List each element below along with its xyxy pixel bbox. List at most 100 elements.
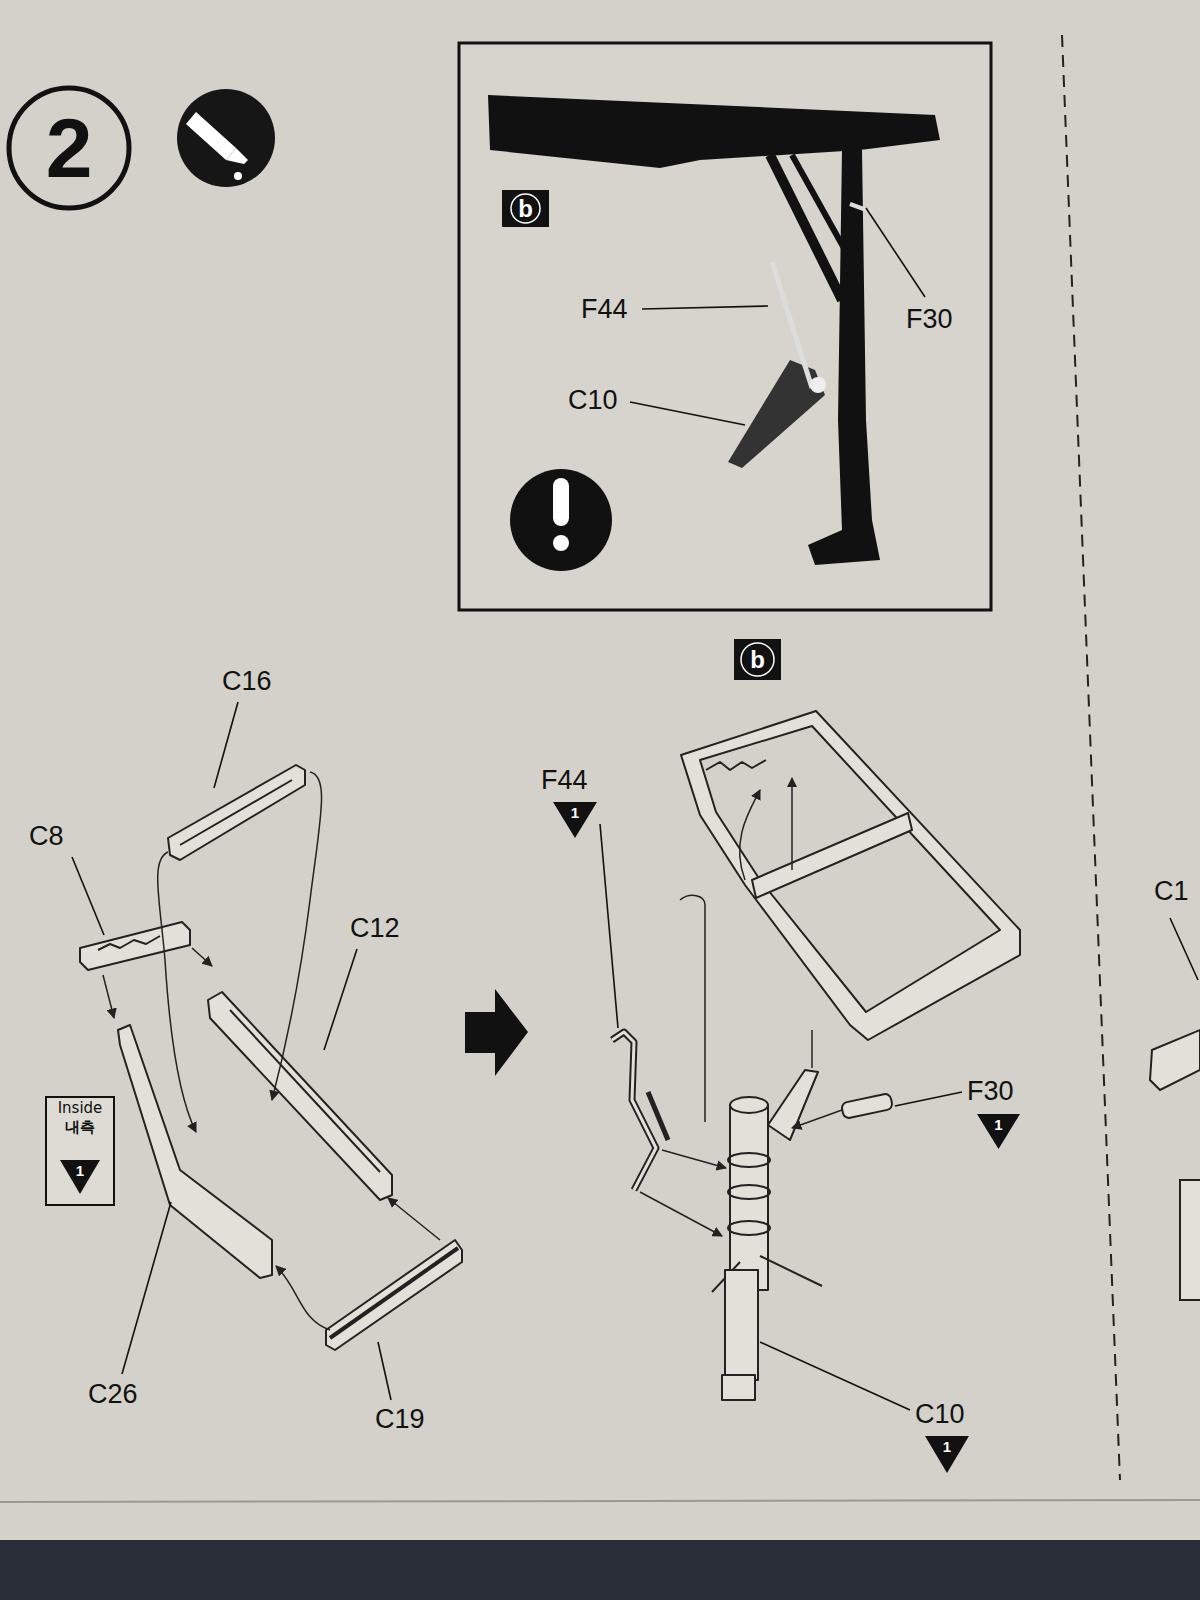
- assembly-line: [680, 895, 705, 1122]
- callout-triangle-shape: [977, 1114, 1020, 1149]
- part-f44: [612, 1032, 656, 1190]
- next-part: [1180, 1180, 1200, 1300]
- strut-leg: [760, 1256, 822, 1286]
- assembly-arrow: [192, 948, 212, 966]
- leader-line: [630, 402, 745, 425]
- parts-left: [80, 765, 462, 1350]
- assembly-arrow: [792, 1110, 842, 1128]
- view-marker: b: [502, 190, 549, 227]
- leader-line: [600, 824, 618, 1028]
- note-text: b: [518, 196, 533, 221]
- callout-triangle-shape: [553, 802, 597, 838]
- step-divider: [1062, 35, 1120, 1480]
- marker-box: [734, 639, 781, 680]
- callout-triangle: 1: [553, 802, 597, 838]
- desk-edge: [0, 1540, 1200, 1600]
- callout-triangle-shape: [60, 1160, 100, 1194]
- page-fold: [0, 1500, 1200, 1502]
- part-label: F30: [906, 304, 953, 335]
- photo-hub: [810, 377, 826, 393]
- marker-ring: [741, 643, 774, 676]
- part-label: C10: [568, 385, 618, 416]
- callout-number: 1: [76, 1163, 84, 1179]
- assembly-arrow: [276, 1266, 330, 1330]
- strut-top: [730, 1097, 768, 1113]
- parts-right: [681, 711, 1020, 1400]
- callout-number: 1: [571, 805, 579, 821]
- part-c19: [326, 1240, 462, 1350]
- photo-f44: [772, 262, 812, 388]
- assembly-arrows: [103, 772, 440, 1330]
- part-label: F44: [581, 294, 628, 325]
- assembly-line: [811, 1030, 813, 1068]
- callout-triangle: 1: [60, 1160, 100, 1194]
- leader-line: [378, 1342, 391, 1400]
- callout-triangle: 1: [977, 1114, 1020, 1149]
- callout-triangle-shape: [925, 1436, 969, 1473]
- leader-line: [72, 857, 104, 935]
- marker-ring: [511, 194, 540, 223]
- note-border: [46, 1097, 114, 1205]
- step-arrow: [465, 989, 528, 1076]
- leader-lines-left: [72, 702, 391, 1400]
- next-step-parts: [1150, 1030, 1200, 1300]
- note-text: 내측: [65, 1120, 95, 1136]
- inset-frame: [459, 43, 991, 610]
- part-c10-foot: [722, 1375, 755, 1400]
- part-f44-fill: [612, 1032, 656, 1190]
- next-part: [1150, 1030, 1200, 1090]
- note-text: b: [750, 647, 765, 672]
- assembly-arrows: [640, 778, 842, 1236]
- leader-line: [895, 1092, 962, 1106]
- leader-line: [122, 1202, 171, 1374]
- note-text: Inside: [58, 1101, 103, 1117]
- leader-line: [866, 208, 925, 297]
- part-c10: [725, 1270, 758, 1380]
- strut-collar: [728, 1221, 770, 1235]
- part-f44-rod: [648, 1092, 668, 1140]
- frame-crossbar: [752, 813, 912, 898]
- step-number-text: 2: [46, 104, 93, 192]
- assembly-arrow: [640, 1192, 722, 1236]
- part-detail: [230, 1010, 380, 1172]
- view-marker: b: [734, 639, 781, 680]
- photo-brace: [792, 155, 845, 250]
- step-circle: [9, 88, 129, 208]
- part-c16: [168, 765, 305, 860]
- warning-icon: [510, 469, 612, 571]
- frame-assembly: [681, 711, 1020, 1040]
- assembly-arrow: [740, 790, 760, 880]
- glue-drop: [234, 172, 242, 180]
- part-c26: [118, 1025, 272, 1278]
- part-label: C16: [222, 666, 272, 697]
- glue-nozzle: [226, 148, 248, 164]
- callout-triangle: 1: [925, 1436, 969, 1473]
- strut-arm: [768, 1070, 818, 1140]
- warning-bar: [553, 478, 569, 526]
- strut-collar: [728, 1153, 770, 1167]
- callout-number: 1: [943, 1439, 951, 1455]
- part-label: C12: [350, 913, 400, 944]
- strut-collar: [728, 1185, 770, 1199]
- assembly-arrow: [388, 1198, 440, 1240]
- glue-tube: [186, 112, 236, 160]
- step-number: 2: [6, 85, 132, 211]
- leader-lines-right: [600, 824, 962, 1410]
- callout-number: 1: [994, 1117, 1002, 1133]
- part-label: F30: [967, 1076, 1014, 1107]
- part-label: F44: [541, 765, 588, 796]
- leader-line: [214, 702, 238, 788]
- frame-inner: [700, 726, 1000, 1012]
- marker-box: [502, 190, 549, 227]
- part-label: C26: [88, 1379, 138, 1410]
- assembly-arrow: [158, 852, 196, 1132]
- leader-line: [1170, 918, 1198, 980]
- part-detail: [98, 936, 160, 950]
- leader-line: [642, 306, 768, 309]
- assembly-arrow: [103, 975, 114, 1018]
- part-c8: [80, 922, 190, 970]
- part-c12: [208, 992, 392, 1200]
